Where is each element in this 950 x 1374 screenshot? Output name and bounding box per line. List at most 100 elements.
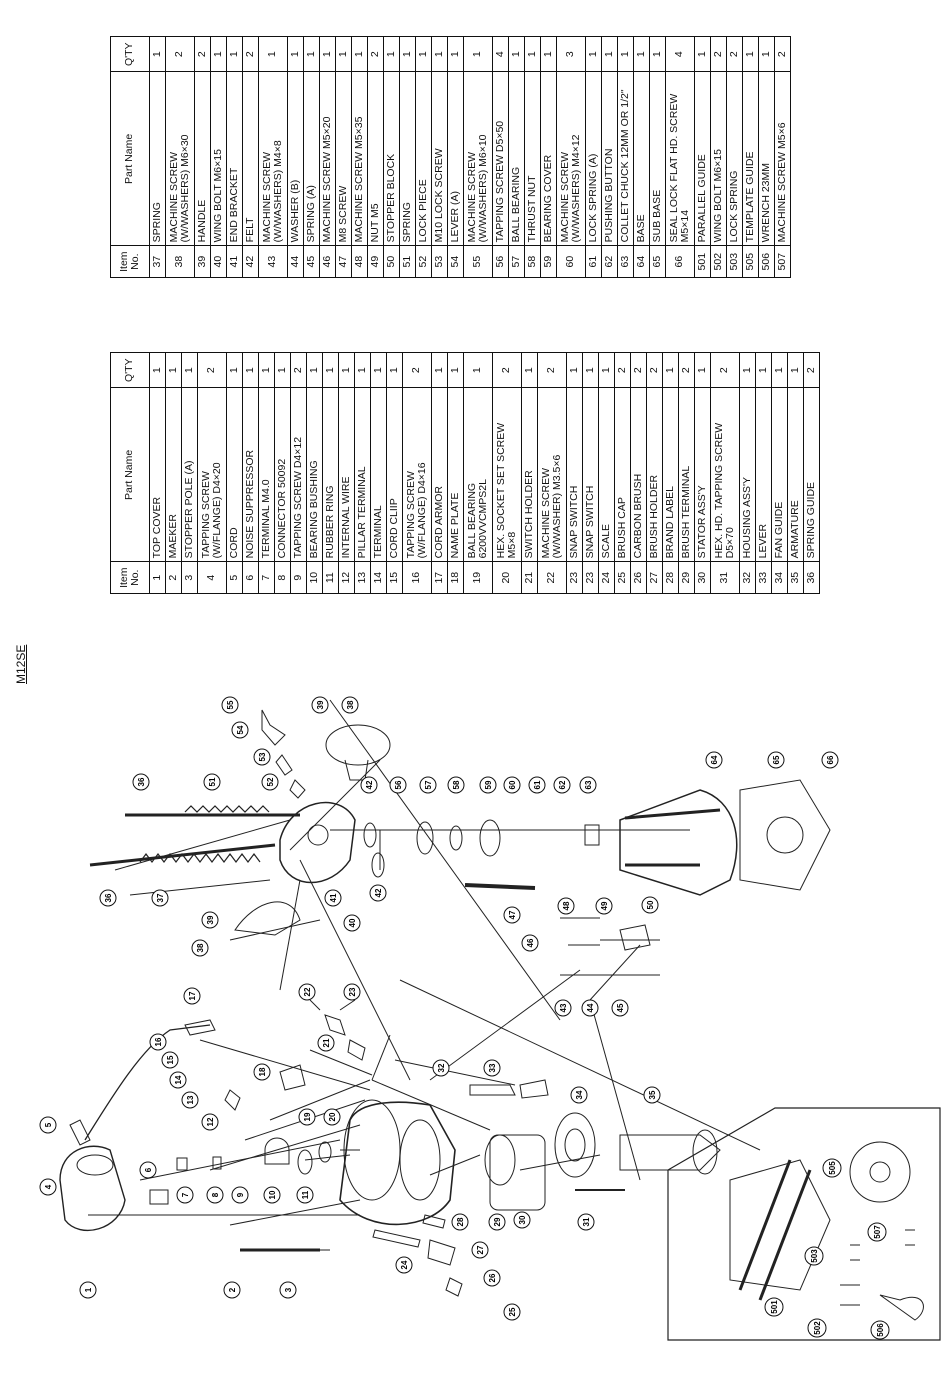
cell-qty: 2 xyxy=(194,36,211,72)
svg-text:16: 16 xyxy=(154,1037,163,1046)
callout-16: 16 xyxy=(149,1033,167,1051)
callout-51: 51 xyxy=(203,773,221,791)
cell-qty: 1 xyxy=(649,36,666,72)
cell-name: END BRACKET xyxy=(226,72,243,246)
callout-34: 34 xyxy=(570,1086,588,1104)
svg-text:60: 60 xyxy=(508,780,517,789)
callout-43: 43 xyxy=(554,999,572,1017)
cell-no: 503 xyxy=(726,245,743,278)
cell-name: WRENCH 23MM xyxy=(758,72,775,246)
callout-30: 30 xyxy=(513,1211,531,1229)
cell-qty: 1 xyxy=(319,36,336,72)
cell-qty: 2 xyxy=(678,352,695,388)
callout-18: 18 xyxy=(253,1063,271,1081)
svg-text:52: 52 xyxy=(266,777,275,786)
callout-56: 56 xyxy=(389,776,407,794)
cell-name: SPRING GUIDE xyxy=(803,387,820,562)
cell-no: 52 xyxy=(415,245,432,278)
cell-qty: 1 xyxy=(521,352,538,388)
cell-qty: 1 xyxy=(399,36,416,72)
callout-10: 10 xyxy=(263,1186,281,1204)
svg-text:34: 34 xyxy=(575,1090,584,1099)
svg-text:38: 38 xyxy=(196,943,205,952)
cell-qty: 1 xyxy=(258,36,288,72)
svg-text:25: 25 xyxy=(508,1307,517,1316)
cell-no: 27 xyxy=(646,561,663,594)
cell-no: 42 xyxy=(242,245,259,278)
cell-qty: 1 xyxy=(447,36,464,72)
callout-37: 37 xyxy=(151,889,169,907)
callout-501: 501 xyxy=(764,1297,784,1317)
callout-32: 32 xyxy=(432,1059,450,1077)
callout-53: 53 xyxy=(253,748,271,766)
callout-507: 507 xyxy=(867,1222,887,1242)
cell-qty: 1 xyxy=(566,352,583,388)
cell-no: 29 xyxy=(678,561,695,594)
callout-45: 45 xyxy=(611,999,629,1017)
callout-33: 33 xyxy=(483,1059,501,1077)
callout-40: 40 xyxy=(343,914,361,932)
svg-text:6: 6 xyxy=(144,1167,153,1172)
svg-text:39: 39 xyxy=(316,700,325,709)
svg-text:8: 8 xyxy=(211,1192,220,1197)
cell-name: LOCK SPRING (A) xyxy=(585,72,602,246)
cell-name: LEVER (A) xyxy=(447,72,464,246)
cell-no: 15 xyxy=(386,561,403,594)
cell-qty: 1 xyxy=(370,352,387,388)
cell-qty: 4 xyxy=(665,36,695,72)
svg-text:53: 53 xyxy=(258,752,267,761)
callout-54: 54 xyxy=(231,721,249,739)
cell-name: TAPPING SCREW D5×50 xyxy=(492,72,509,246)
svg-text:13: 13 xyxy=(186,1095,195,1104)
svg-text:503: 503 xyxy=(810,1249,819,1263)
svg-text:19: 19 xyxy=(303,1112,312,1121)
cell-no: 53 xyxy=(431,245,448,278)
svg-text:24: 24 xyxy=(400,1260,409,1269)
cell-name: BRUSH HOLDER xyxy=(646,387,663,562)
cell-qty: 1 xyxy=(226,36,243,72)
cell-no: 26 xyxy=(630,561,647,594)
cell-no: 505 xyxy=(742,245,759,278)
cell-name: BRUSH CAP xyxy=(614,387,631,562)
header-item-no: Item No. xyxy=(110,245,150,278)
svg-text:43: 43 xyxy=(559,1003,568,1012)
cell-name: SCALE xyxy=(598,387,615,562)
svg-text:62: 62 xyxy=(558,780,567,789)
svg-text:55: 55 xyxy=(226,700,235,709)
svg-text:47: 47 xyxy=(508,910,517,919)
callout-12: 12 xyxy=(201,1113,219,1131)
svg-text:1: 1 xyxy=(84,1287,93,1292)
cell-qty: 1 xyxy=(335,36,352,72)
callout-41: 41 xyxy=(324,889,342,907)
callout-29: 29 xyxy=(488,1213,506,1231)
cell-qty: 1 xyxy=(386,352,403,388)
callout-22: 22 xyxy=(298,983,316,1001)
svg-text:31: 31 xyxy=(582,1217,591,1226)
cell-name: TERMINAL xyxy=(370,387,387,562)
svg-text:11: 11 xyxy=(301,1190,310,1199)
cell-no: 48 xyxy=(351,245,368,278)
callout-52: 52 xyxy=(261,773,279,791)
cell-qty: 1 xyxy=(662,352,679,388)
svg-text:66: 66 xyxy=(826,755,835,764)
cell-no: 40 xyxy=(210,245,227,278)
callout-42: 42 xyxy=(360,776,378,794)
cell-name: BEARING COVER xyxy=(540,72,557,246)
